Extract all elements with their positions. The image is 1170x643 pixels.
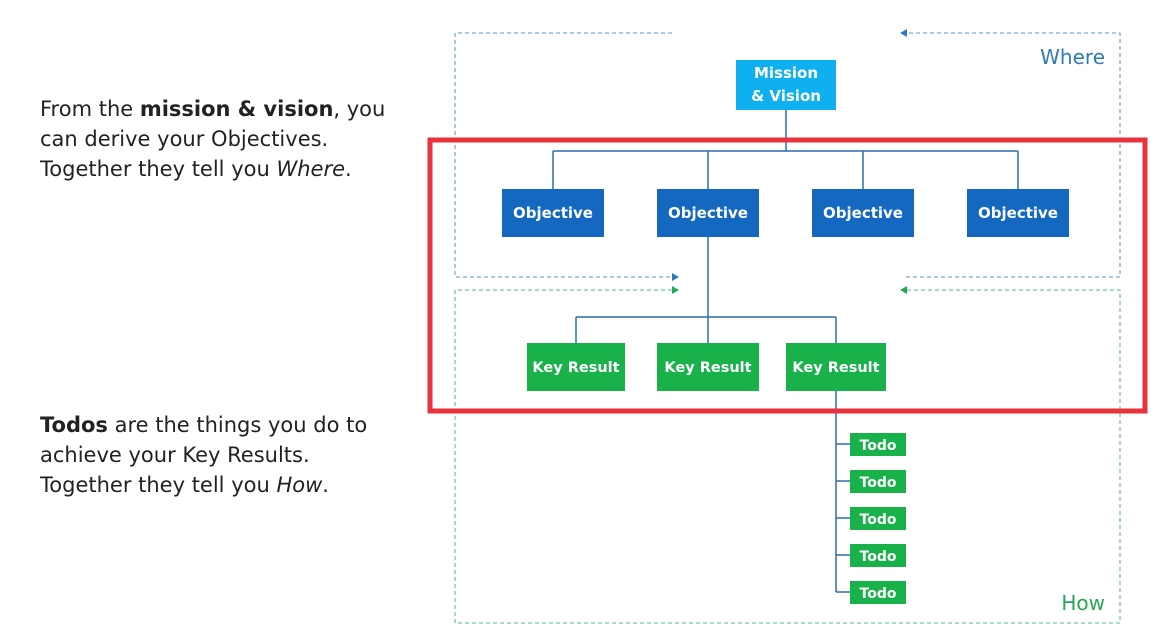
where-zone-left-border <box>454 32 679 281</box>
objective-node: Objective <box>657 189 759 237</box>
how-label: How <box>1061 591 1105 615</box>
para1-text: Together they tell you <box>40 157 277 181</box>
vision-label: & Vision <box>751 87 821 105</box>
todo-box <box>850 544 906 567</box>
where-description: From the mission & vision, you can deriv… <box>40 94 385 184</box>
para2-text: Together they tell you <box>40 473 277 497</box>
todo-node: Todo <box>850 470 906 493</box>
para1-text: From the <box>40 97 140 121</box>
key-result-label: Key Result <box>792 360 879 376</box>
objective-node: Objective <box>967 189 1069 237</box>
todo-label: Todo <box>860 549 897 565</box>
key-result-box <box>786 343 886 391</box>
todo-node: Todo <box>850 507 906 530</box>
todo-label: Todo <box>860 586 897 602</box>
mission-vision-box <box>736 60 836 110</box>
how-zone-left-border <box>454 289 1121 624</box>
todos-emphasis: Todos <box>40 413 108 437</box>
where-emphasis: Where <box>276 157 346 181</box>
where-label: Where <box>1040 45 1105 69</box>
todo-node: Todo <box>850 544 906 567</box>
todo-node: Todo <box>850 581 906 604</box>
para1-text: , you <box>333 97 386 121</box>
todo-label: Todo <box>860 475 897 491</box>
mission-vision-node: Mission & Vision <box>736 60 836 110</box>
objective-label: Objective <box>978 204 1058 222</box>
key-result-node: Key Result <box>527 343 625 391</box>
todo-box <box>850 581 906 604</box>
key-result-box <box>657 343 759 391</box>
objective-node: Objective <box>502 189 604 237</box>
objective-box <box>967 189 1069 237</box>
para1-line: can derive your Objectives. <box>40 127 329 151</box>
objective-label: Objective <box>823 204 903 222</box>
para2-line: achieve your Key Results. <box>40 443 310 467</box>
objective-label: Objective <box>668 204 748 222</box>
where-zone: Where <box>454 29 1121 281</box>
objective-box <box>657 189 759 237</box>
objective-label: Objective <box>513 204 593 222</box>
connectors <box>552 110 1019 593</box>
todo-label: Todo <box>860 512 897 528</box>
key-result-node: Key Result <box>786 343 886 391</box>
objective-node: Objective <box>812 189 914 237</box>
how-zone-arrow-left <box>672 286 679 294</box>
how-description: Todos are the things you do to achieve y… <box>40 410 367 500</box>
todo-box <box>850 433 906 456</box>
where-zone-arrow <box>900 29 907 37</box>
todo-box <box>850 470 906 493</box>
how-zone-arrow-right <box>900 286 907 294</box>
mission-vision-emphasis: mission & vision <box>139 97 334 121</box>
key-result-label: Key Result <box>664 360 751 376</box>
key-result-box <box>527 343 625 391</box>
objective-box <box>502 189 604 237</box>
mission-label: Mission <box>754 64 818 82</box>
objective-box <box>812 189 914 237</box>
todo-label: Todo <box>860 438 897 454</box>
para2-text: are the things you do to <box>107 413 368 437</box>
todo-node: Todo <box>850 433 906 456</box>
how-zone: How <box>454 286 1121 624</box>
todo-box <box>850 507 906 530</box>
key-result-node: Key Result <box>657 343 759 391</box>
para1-text: . <box>345 157 352 181</box>
para2-text: . <box>322 473 329 497</box>
key-result-label: Key Result <box>532 360 619 376</box>
how-emphasis: How <box>276 473 323 497</box>
highlight-box <box>427 137 1148 414</box>
where-zone-right-border <box>902 32 1121 278</box>
